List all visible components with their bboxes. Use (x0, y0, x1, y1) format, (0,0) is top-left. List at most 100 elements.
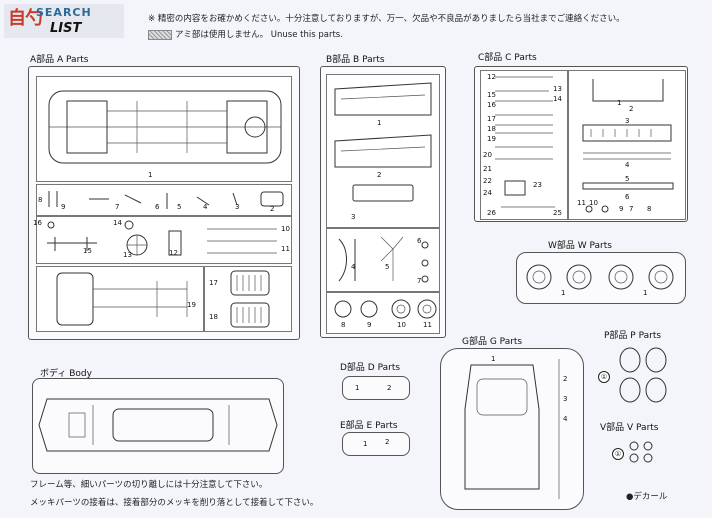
section-title-d: D部品 D Parts (340, 363, 401, 373)
a-num-16: 16 (33, 219, 42, 227)
c-num-13: 13 (553, 85, 562, 93)
c-num-20: 20 (483, 151, 492, 159)
body-drawing (38, 398, 278, 452)
b-num-2: 2 (377, 171, 382, 179)
a-chassis-cell (36, 76, 292, 182)
w-num-1a: 1 (561, 289, 566, 297)
w-parts-frame: 1 1 (516, 252, 686, 304)
a-small-parts-row2: 16 14 15 13 12 10 11 (33, 216, 292, 264)
c-num-14: 14 (553, 95, 562, 103)
a-num-2: 2 (270, 205, 275, 213)
b-num-5: 5 (385, 263, 390, 271)
b-panels-drawing (334, 82, 432, 202)
footer-note-1: フレーム等、細いパーツの切り離しには十分注意して下さい。 (30, 480, 268, 490)
section-title-g: G部品 G Parts (462, 337, 523, 347)
section-title-e: E部品 E Parts (340, 421, 398, 431)
c-bumpers-cell: 1 2 3 4 5 6 7 8 9 10 11 (568, 70, 686, 220)
c-num-11: 11 (577, 199, 586, 207)
c-num-4: 4 (625, 161, 630, 169)
b-num-7: 7 (417, 277, 422, 285)
b-num-11: 11 (423, 321, 432, 329)
b-num-9: 9 (367, 321, 372, 329)
a-num-17: 17 (209, 279, 218, 287)
small-parts-drawing-1 (48, 191, 284, 209)
c-num-9: 9 (619, 205, 624, 213)
b-suspension-drawing (338, 236, 429, 283)
a-num-11: 11 (281, 245, 290, 253)
body-frame (32, 378, 284, 474)
c-num-10: 10 (589, 199, 598, 207)
a-num-4: 4 (203, 203, 208, 211)
a-num-10: 10 (281, 225, 290, 233)
g-parts-frame: 1 2 3 4 (440, 348, 584, 510)
c-num-7: 7 (629, 205, 634, 213)
p-num-1: ① (598, 371, 610, 383)
c-num-26: 26 (487, 209, 496, 217)
b-suspension-cell: 4 5 6 7 (326, 228, 440, 292)
a-num-5: 5 (177, 203, 182, 211)
c-num-15: 15 (487, 91, 496, 99)
section-title-b: B部品 B Parts (326, 55, 385, 65)
site-logo: 自勺 SEARCH LIST (4, 4, 124, 38)
c-num-22: 22 (483, 177, 492, 185)
b-num-1: 1 (377, 119, 382, 127)
g-num-3: 3 (563, 395, 568, 403)
a-num-18: 18 (209, 313, 218, 321)
frame-drawing (56, 272, 188, 326)
b-num-6: 6 (417, 237, 422, 245)
d-num-1: 1 (355, 384, 360, 392)
w-num-1b: 1 (643, 289, 648, 297)
logo-mark: 自勺 (8, 8, 43, 29)
a-num-9: 9 (61, 203, 66, 211)
section-title-p: P部品 P Parts (604, 331, 662, 341)
c-bumpers-drawing (582, 79, 674, 213)
header-note-2: アミ部は使用しません。 Unuse this parts. (148, 28, 343, 40)
b-wheels-cell: 8 9 10 11 (326, 292, 440, 334)
d-num-2: 2 (387, 384, 392, 392)
a-small-parts-row1: 9 7 6 5 4 3 2 (36, 184, 292, 216)
a-num-7: 7 (115, 203, 120, 211)
logo-search-text: SEARCH (36, 6, 92, 19)
c-num-25: 25 (553, 209, 562, 217)
chassis-drawing (48, 90, 282, 164)
e-parts-frame: 1 2 (342, 432, 410, 456)
a-num-6: 6 (155, 203, 160, 211)
c-num-2: 2 (629, 105, 634, 113)
section-title-w: W部品 W Parts (548, 241, 612, 251)
w-wheels-drawing (526, 264, 674, 290)
g-parts-drawing (464, 359, 560, 499)
seats-drawing (230, 270, 270, 328)
g-num-2: 2 (563, 375, 568, 383)
decal-label: ●デカール (626, 492, 668, 502)
header-note-1: ※ 精密の内容をお確かめください。十分注意しておりますが、万一、欠品や不良品があ… (148, 14, 625, 24)
b-num-3: 3 (351, 213, 356, 221)
c-num-16: 16 (487, 101, 496, 109)
c-num-19: 19 (487, 135, 496, 143)
a-num-14: 14 (113, 219, 122, 227)
c-num-1: 1 (617, 99, 622, 107)
a-num-3: 3 (235, 203, 240, 211)
c-num-17: 17 (487, 115, 496, 123)
v-num-1: ① (612, 448, 624, 460)
g-num-1: 1 (491, 355, 496, 363)
a-num-12: 12 (169, 249, 178, 257)
c-rods-drawing (495, 76, 555, 208)
d-parts-frame: 1 2 (342, 376, 410, 400)
c-num-3: 3 (625, 117, 630, 125)
a-frame-cell: 19 (36, 266, 204, 332)
b-num-10: 10 (397, 321, 406, 329)
c-num-12: 12 (487, 73, 496, 81)
small-parts-drawing-2 (47, 220, 277, 256)
c-num-21: 21 (483, 165, 492, 173)
a-num-15: 15 (83, 247, 92, 255)
section-title-body: ボディ Body (40, 369, 92, 379)
c-num-8: 8 (647, 205, 652, 213)
section-title-v: V部品 V Parts (600, 423, 659, 433)
section-title-a: A部品 A Parts (30, 55, 89, 65)
e-num-1: 1 (363, 440, 368, 448)
a-seats-cell: 17 18 (204, 266, 292, 332)
footer-note-2: メッキパーツの接着は、接着部分のメッキを削り落として接着して下さい。 (30, 498, 319, 508)
b-num-8: 8 (341, 321, 346, 329)
b-body-panels-cell: 1 2 3 (326, 74, 440, 228)
b-num-4: 4 (351, 263, 356, 271)
